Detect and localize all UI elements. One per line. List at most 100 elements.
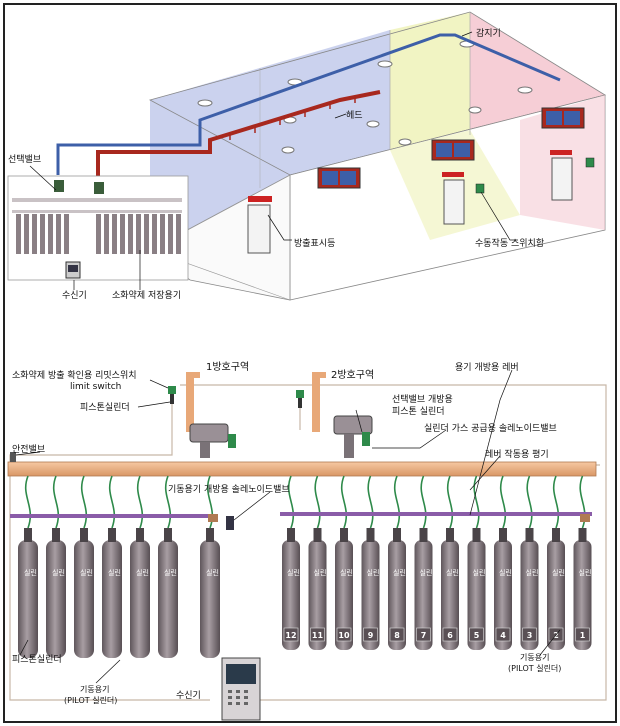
hose — [420, 475, 427, 529]
cylinder-label: 실린 — [552, 568, 565, 577]
hose — [287, 475, 295, 529]
cylinder-neck — [108, 528, 116, 542]
sensors — [197, 40, 533, 154]
cylinder-number: 12 — [285, 631, 296, 640]
label-selector-piston: 선택밸브 개방용 — [392, 394, 453, 405]
cylinder-body — [547, 540, 565, 650]
cylinder-neck — [419, 528, 428, 542]
label-storage: 소화약제 저장용기 — [112, 289, 181, 301]
top-cylinder — [144, 214, 149, 254]
safety-valve — [10, 452, 16, 462]
hose — [473, 475, 480, 529]
discharge-sign-1 — [248, 196, 272, 202]
label-start-solenoid: 기동용기 개방용 솔레노이드밸브 — [168, 484, 290, 495]
label-selector-valve: 선택밸브 — [8, 154, 41, 165]
hose — [24, 475, 32, 529]
top-cylinder — [40, 214, 45, 254]
top-cylinder — [24, 214, 29, 254]
cylinder-label: 실린 — [164, 568, 177, 577]
top-cylinder — [112, 214, 117, 254]
cylinder-neck — [525, 528, 534, 542]
label-limit-switch-kr: 소화약제 방출 확인용 리밋스위치 — [12, 369, 137, 381]
label-pilot-right-2: (PILOT 실린더) — [508, 663, 561, 673]
label-zone2: 2방호구역 — [331, 369, 374, 381]
cylinder-number-box — [363, 627, 378, 642]
cylinder-number-box — [283, 627, 299, 642]
cylinder-body — [308, 540, 327, 650]
selector-valve-1 — [54, 180, 64, 192]
top-cylinder — [120, 214, 125, 254]
hose — [526, 475, 533, 529]
cylinder-label: 실린 — [420, 568, 433, 577]
cylinder-label: 실린 — [393, 568, 406, 577]
valve-assembly-1 — [189, 423, 236, 458]
top-cylinder — [152, 214, 157, 254]
cylinder-neck — [578, 528, 587, 542]
cylinder-number: 7 — [421, 631, 427, 640]
cylinder-body — [441, 540, 459, 650]
discharge-sign-3 — [550, 150, 572, 155]
cylinder-neck — [52, 528, 60, 542]
cylinder-neck — [164, 528, 172, 542]
cylinder-label: 실린 — [579, 568, 592, 577]
right-cylinder: 실린 7 — [414, 528, 433, 650]
window-2-pane-b — [454, 143, 470, 157]
right-cylinder: 실린3 — [520, 528, 539, 650]
cylinder-neck — [499, 528, 507, 542]
label-piston-cyl-bottom: 피스톤실린더 — [12, 654, 62, 665]
left-cylinder: 실린 — [158, 528, 178, 658]
door-3 — [551, 157, 573, 201]
bottom-leaders — [15, 369, 561, 684]
cylinder-neck — [313, 528, 322, 542]
right-cylinder: 실린5 — [467, 528, 486, 650]
receiver-top-screen — [68, 265, 78, 272]
start-solenoid-valve — [226, 516, 234, 530]
cylinder-body — [46, 540, 66, 658]
building-illustration — [7, 11, 607, 301]
label-selector-piston-2: 피스톤 실린더 — [392, 406, 445, 417]
zone-yellow-back — [390, 12, 470, 150]
cylinder-neck — [136, 528, 144, 542]
top-cylinder — [104, 214, 109, 254]
label-receiver-top: 수신기 — [62, 290, 87, 301]
window-3-pane-b — [564, 111, 580, 125]
top-cylinders — [16, 214, 181, 254]
label-receiver-bottom: 수신기 — [176, 690, 201, 701]
bottom-labels: 1방호구역 2방호구역 소화약제 방출 확인용 리밋스위치 limit swit… — [12, 361, 561, 705]
cylinder-number-box — [575, 627, 590, 642]
main-manifold — [7, 461, 597, 477]
hose — [579, 475, 586, 529]
cylinder-number: 11 — [312, 631, 324, 640]
zone1-pipe — [186, 372, 194, 432]
limit-switch-1 — [168, 386, 176, 394]
cylinder-body — [573, 540, 592, 650]
top-cylinder — [136, 214, 141, 254]
red-pipe — [96, 90, 381, 180]
label-pilot-right-1: 기동용기 — [520, 653, 549, 662]
label-sensor: 감지기 — [476, 27, 501, 39]
wall-edge — [149, 174, 291, 301]
discharge-sign-2 — [442, 172, 464, 177]
cylinder-body — [158, 540, 178, 658]
cylinder-body — [388, 540, 406, 650]
top-cylinder — [128, 214, 133, 254]
cylinder-body — [520, 540, 539, 650]
left-cylinder: 실린 — [200, 528, 220, 658]
cylinder-body — [18, 540, 38, 658]
hose — [393, 475, 401, 529]
cylinder-neck — [340, 528, 348, 542]
cylinder-label: 실린 — [24, 568, 37, 577]
cylinder-number: 4 — [500, 631, 506, 640]
door-1 — [247, 204, 271, 254]
pilot-head-left — [208, 514, 218, 522]
top-cylinder — [48, 214, 53, 254]
label-head: 헤드 — [346, 109, 363, 121]
purple-bar-right — [280, 512, 592, 516]
top-cylinder — [16, 214, 21, 254]
outer-frame — [3, 3, 617, 723]
top-cylinder — [32, 214, 37, 254]
cylinder-body — [494, 540, 512, 650]
